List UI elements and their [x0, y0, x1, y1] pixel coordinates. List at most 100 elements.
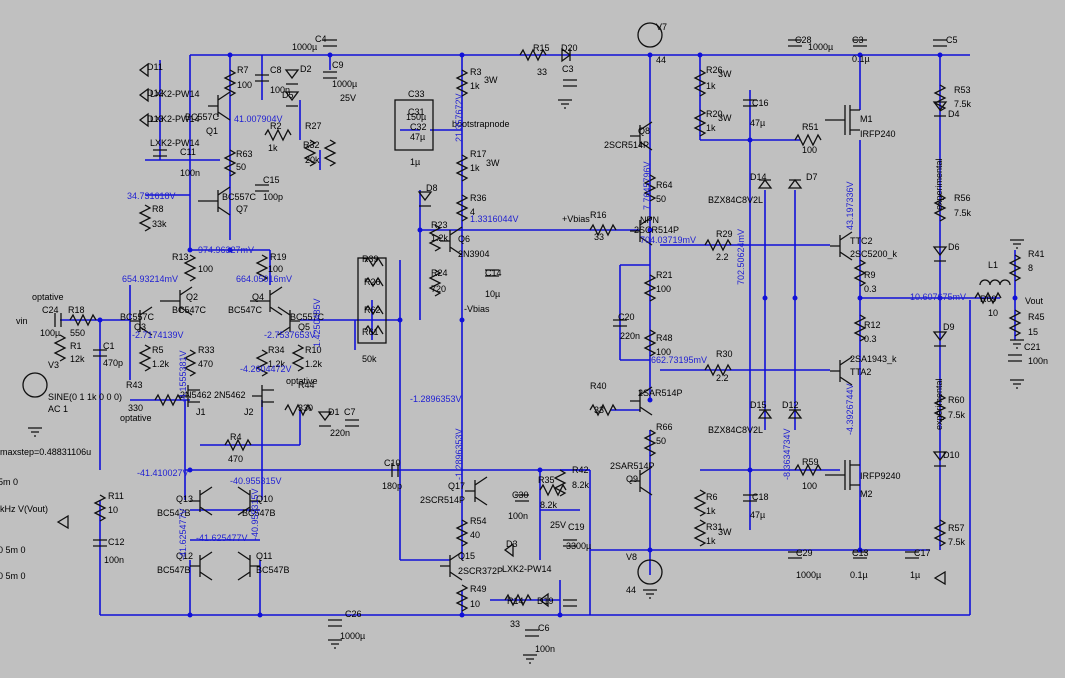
voltage-10: -1.4250485V	[312, 298, 322, 350]
voltage-13: -1.2896353V	[410, 394, 462, 404]
label-d5: D5	[282, 90, 294, 100]
label-r48: R48	[656, 333, 673, 343]
resistor-symbol	[933, 394, 947, 422]
sine-v3: SINE(0 1 1k 0 0 0)	[48, 392, 122, 402]
wires	[60, 54, 1016, 616]
label-r34: R34	[268, 345, 285, 355]
resistor-symbol	[643, 174, 657, 202]
diode-symbol	[787, 178, 803, 189]
transistor-symbol	[440, 226, 463, 256]
label-c20: C20	[618, 312, 635, 322]
label-d15: D15	[750, 400, 767, 410]
value-c26: 1000µ	[340, 631, 365, 641]
label-led-b: LXK2-PW14	[150, 114, 200, 124]
voltage-16: -41.625477V	[196, 533, 248, 543]
voltage-source-v7	[637, 22, 663, 48]
label-l1: L1	[988, 260, 998, 270]
voltage-25: 43.197336V	[845, 181, 855, 230]
label-r53: R53	[954, 85, 971, 95]
resistor-symbol	[455, 154, 469, 182]
label-d8: D8	[426, 183, 438, 193]
transistor-symbol	[277, 306, 300, 336]
label-r39: R39	[362, 254, 379, 264]
part-q4: BC547C	[228, 305, 263, 315]
resistor-symbol	[138, 204, 152, 232]
extra-r26w: 3W	[718, 69, 732, 79]
label-r49: R49	[470, 584, 487, 594]
voltage-18: -40.955315V	[250, 488, 260, 540]
extra-r3: 3W	[484, 75, 498, 85]
transistor-symbol	[630, 121, 653, 151]
diode-symbol	[932, 331, 948, 347]
resistor-symbol	[853, 314, 867, 342]
value-c17: 1µ	[910, 570, 920, 580]
part-q8: 2SCR514P	[604, 140, 649, 150]
voltage-7: -2.7537653V	[264, 330, 316, 340]
resistor-symbol	[53, 334, 67, 362]
voltage-24: -8.3634734V	[782, 428, 792, 480]
label-r21: R21	[656, 270, 673, 280]
jfet-symbol	[252, 385, 274, 407]
resistor-symbol	[223, 69, 237, 97]
part-q11: BC547B	[256, 565, 290, 575]
resistor-symbol	[154, 393, 182, 407]
part-q5: BC557C	[290, 312, 325, 322]
label-d10: D10	[943, 450, 960, 460]
label-r35: R35	[538, 475, 555, 485]
jfet-symbol	[178, 385, 200, 407]
value-c21: 100n	[1028, 356, 1048, 366]
label-r69: R69	[980, 294, 997, 304]
value-c16: 47µ	[750, 118, 765, 128]
label-r1: R1	[70, 341, 82, 351]
label-v8: V8	[626, 552, 637, 562]
label-q13: Q13	[176, 494, 193, 504]
value-c32: 1µ	[410, 157, 420, 167]
voltage-1: 34.731618V	[127, 191, 176, 201]
transistor-symbol	[630, 466, 653, 496]
resistor-symbol	[643, 274, 657, 302]
resistor-symbol	[455, 194, 469, 222]
resistor-symbol	[589, 223, 617, 237]
value-r59: 100	[802, 481, 817, 491]
capacitor-symbol	[563, 79, 577, 87]
resistor-symbol	[693, 69, 707, 97]
capacitor-symbol	[255, 74, 269, 82]
transistor-symbol	[465, 476, 488, 506]
voltage-20: 7.7645796V	[642, 161, 652, 210]
transistor-symbol	[830, 231, 853, 261]
label-q7-part: BC557C	[222, 192, 257, 202]
value-r18: 550	[70, 328, 85, 338]
voltage-14: -41.410027V	[137, 468, 189, 478]
label-tta2: TTA2	[850, 367, 871, 377]
value-c6: 100n	[535, 644, 555, 654]
voltage-8: -4.1555381V	[178, 350, 188, 402]
label-r19: R19	[270, 252, 287, 262]
label-d12b: D12	[782, 400, 799, 410]
diode-symbol	[538, 592, 549, 608]
label-d13: D13	[147, 114, 164, 124]
resistor-symbol	[183, 254, 197, 282]
value-c3: 0.1µ	[852, 54, 870, 64]
ground-symbol	[1010, 379, 1024, 389]
diode-symbol	[787, 408, 803, 419]
value-c15: 100p	[263, 192, 283, 202]
value-r3: 1k	[470, 81, 480, 91]
label-c14: C14	[485, 268, 502, 278]
label-r63: R63	[236, 149, 253, 159]
value-c31: 47µ	[410, 132, 425, 142]
sim-meas-1: 5m 0	[0, 477, 18, 487]
value-r12: 0.3	[864, 334, 877, 344]
value-r61: 50k	[362, 354, 377, 364]
note-experimental-2: experimental	[934, 378, 944, 430]
value-r32: 20k	[305, 155, 320, 165]
value-r2: 1k	[268, 143, 278, 153]
resistor-symbol	[255, 349, 269, 377]
label-r16: R16	[590, 210, 607, 220]
transistor-symbol	[198, 186, 231, 216]
value-r60: 7.5k	[948, 410, 966, 420]
capacitor-symbol	[1008, 354, 1022, 362]
part-q2: BC547C	[172, 305, 207, 315]
capacitor-symbol	[323, 71, 337, 79]
value-r36: 4	[470, 207, 475, 217]
value-r13: 100	[198, 264, 213, 274]
